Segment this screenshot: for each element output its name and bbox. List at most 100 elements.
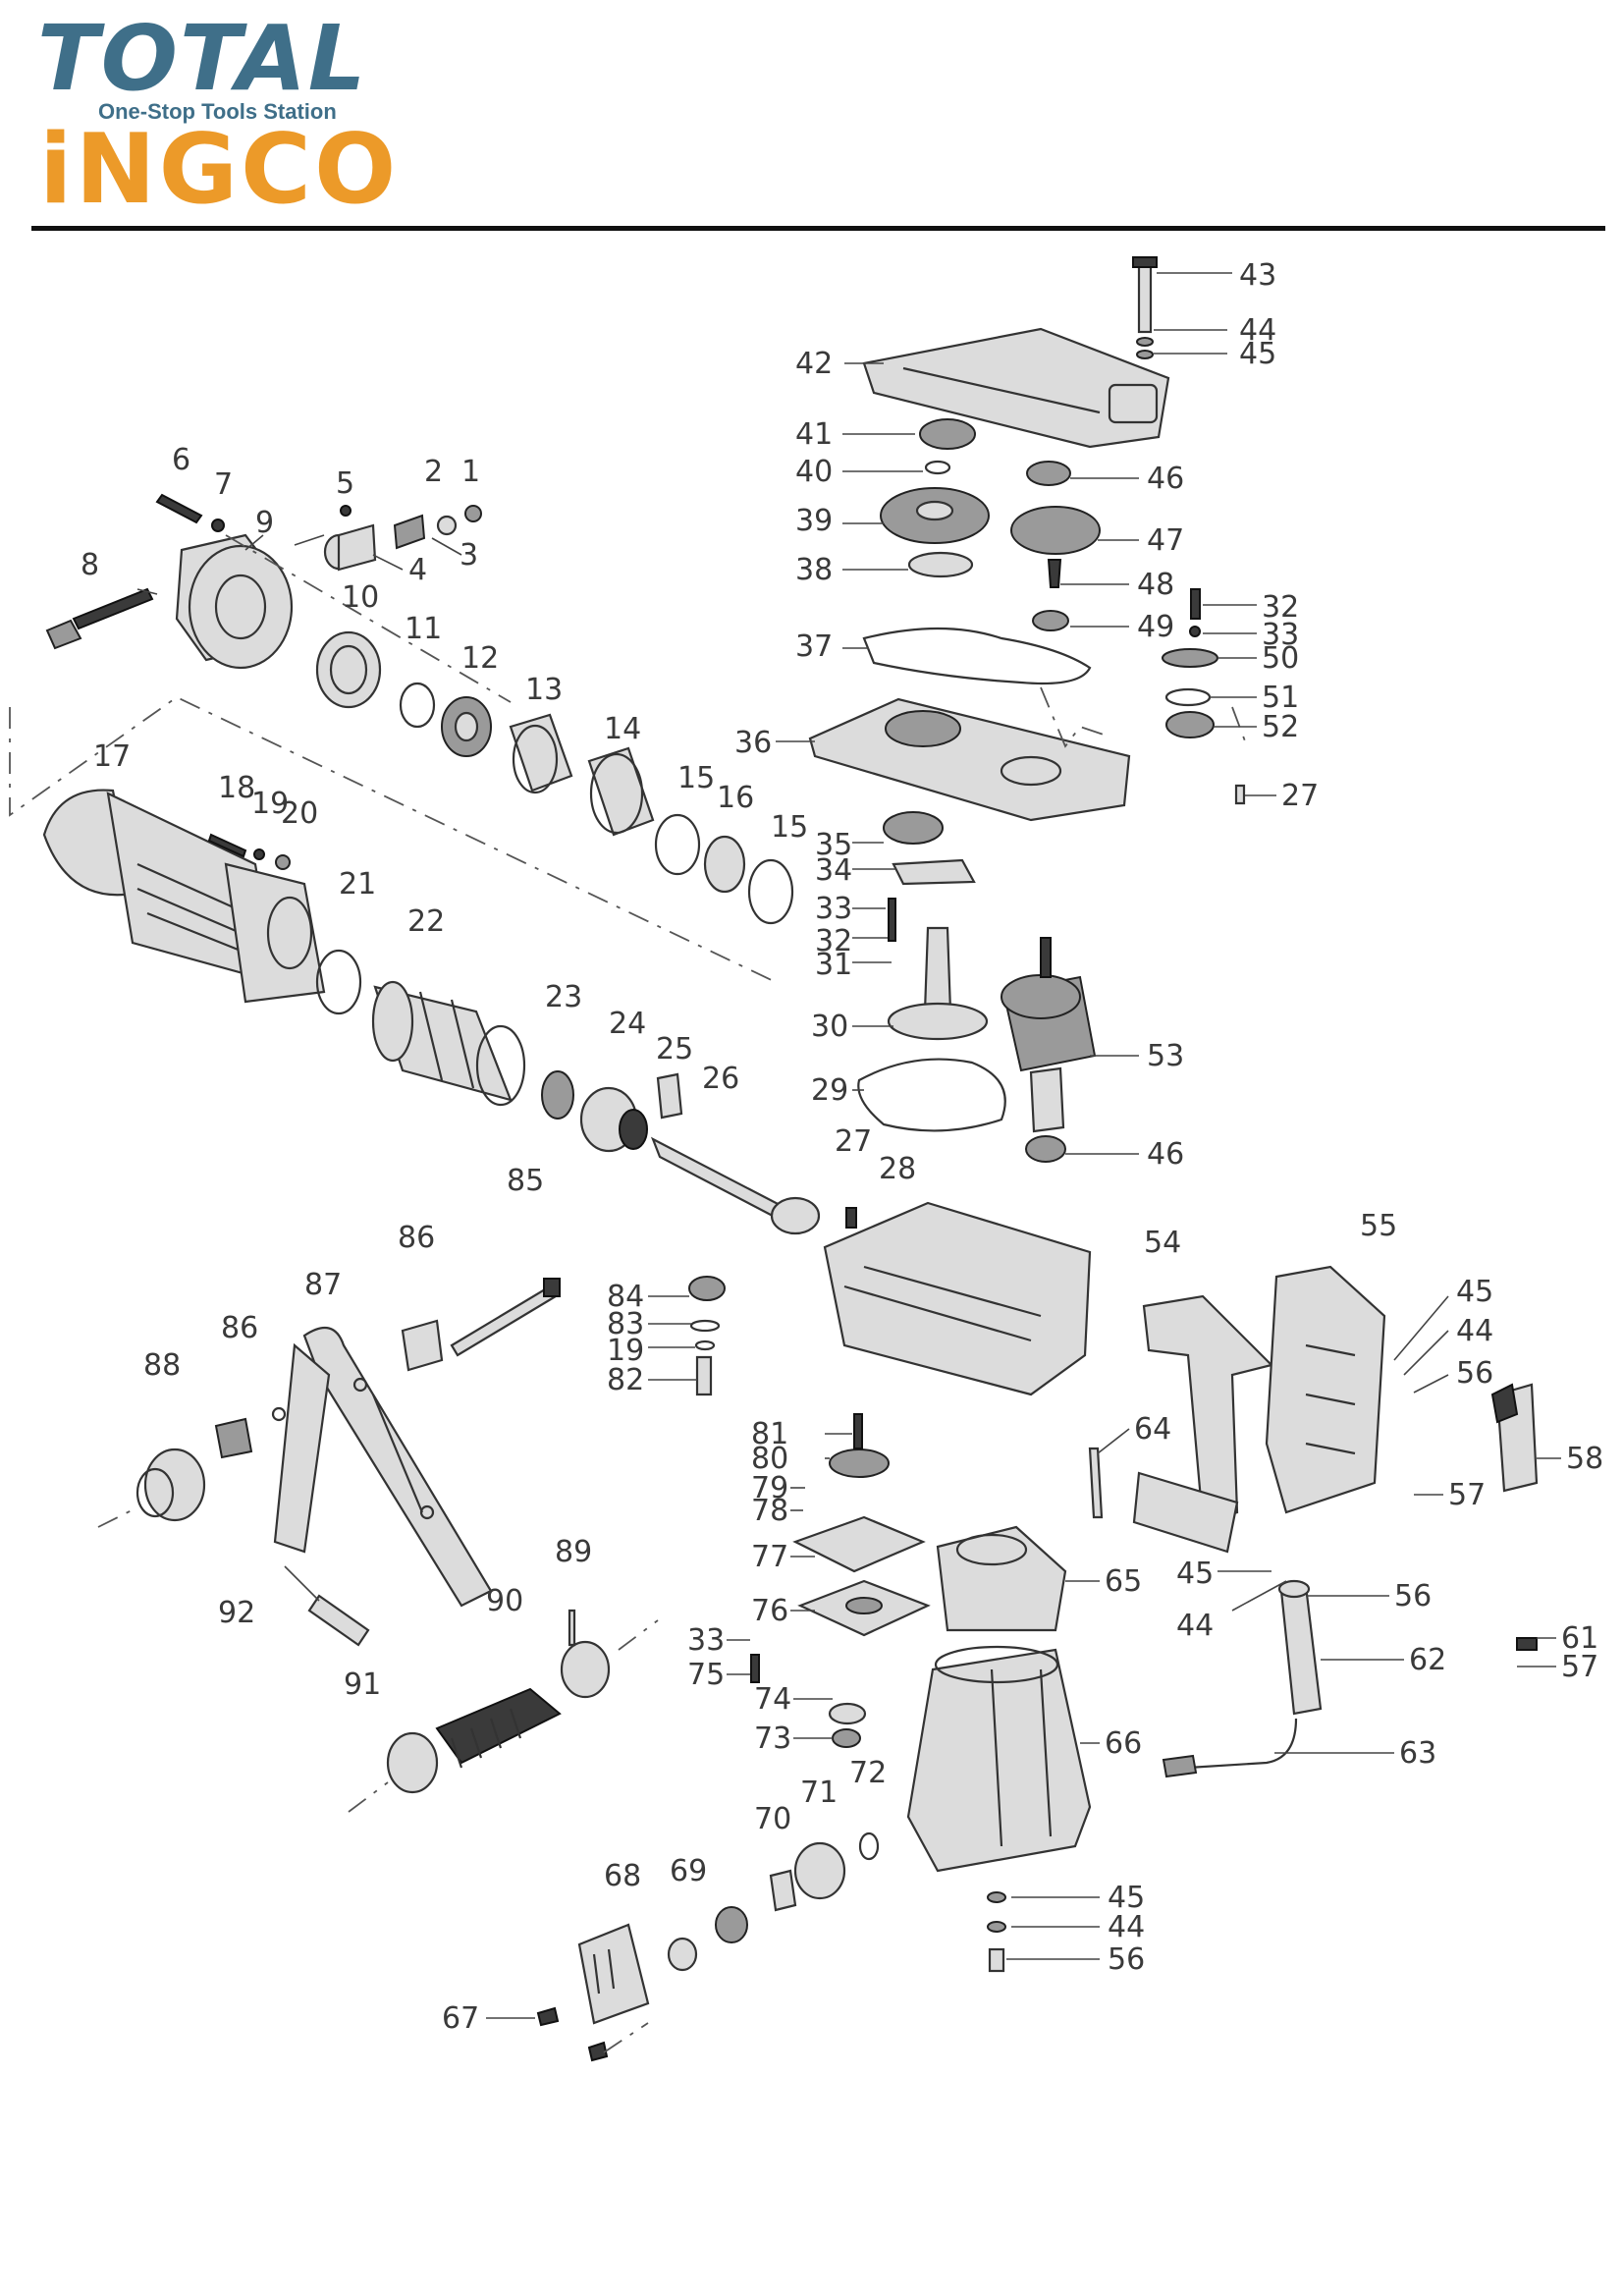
exploded-parts-diagram: 1 2 3 4 5 6 7 8 9 10 11 12 13 14 15 15 1…	[9, 256, 1603, 2062]
label-61: 61	[1561, 1621, 1598, 1656]
gears-38-41	[880, 418, 990, 578]
label-28: 28	[879, 1152, 916, 1186]
label-44d: 44	[1108, 1910, 1145, 1944]
label-4: 4	[408, 553, 427, 587]
piston-23-26	[541, 1070, 821, 1235]
label-26: 26	[702, 1062, 739, 1096]
label-37: 37	[795, 629, 833, 664]
housing-65	[936, 1525, 1067, 1632]
label-47: 47	[1147, 523, 1184, 558]
label-51: 51	[1262, 681, 1299, 715]
label-31: 31	[815, 948, 852, 982]
label-50: 50	[1262, 641, 1299, 676]
label-6: 6	[172, 443, 190, 477]
label-33a: 33	[1262, 618, 1299, 652]
label-64: 64	[1134, 1412, 1171, 1447]
label-85: 85	[507, 1164, 544, 1198]
label-43: 43	[1239, 258, 1276, 293]
label-91: 91	[344, 1667, 381, 1702]
label-49: 49	[1137, 610, 1174, 644]
label-67: 67	[442, 2001, 479, 2036]
label-35: 35	[815, 828, 852, 862]
label-25: 25	[656, 1032, 693, 1066]
label-46a: 46	[1147, 462, 1184, 496]
label-1: 1	[461, 455, 480, 489]
label-33b: 33	[815, 892, 852, 926]
label-92: 92	[218, 1596, 255, 1630]
label-48: 48	[1137, 568, 1174, 602]
label-18: 18	[218, 771, 255, 805]
label-8: 8	[81, 548, 99, 582]
label-66: 66	[1105, 1726, 1142, 1761]
label-9: 9	[255, 506, 274, 540]
label-55: 55	[1360, 1209, 1397, 1243]
ingco-logo: iNGCO	[39, 114, 400, 226]
label-45c: 45	[1176, 1557, 1214, 1591]
label-62: 62	[1409, 1643, 1446, 1677]
label-21: 21	[339, 867, 376, 902]
label-15a: 15	[677, 761, 715, 795]
total-logo: TOTAL	[37, 6, 368, 111]
handle-grip-89-92	[307, 1594, 659, 1813]
label-42: 42	[795, 347, 833, 381]
label-56b: 56	[1394, 1579, 1432, 1613]
label-87: 87	[304, 1268, 342, 1302]
label-7: 7	[214, 467, 233, 502]
label-53: 53	[1147, 1039, 1184, 1073]
label-2: 2	[424, 455, 443, 489]
label-52: 52	[1262, 710, 1299, 744]
label-23: 23	[545, 980, 582, 1014]
label-39: 39	[795, 504, 833, 538]
label-81: 81	[751, 1417, 788, 1451]
label-65: 65	[1105, 1564, 1142, 1599]
armature-53	[1001, 937, 1097, 1163]
label-15b: 15	[771, 810, 808, 845]
label-27b: 27	[835, 1124, 872, 1159]
label-30: 30	[811, 1010, 848, 1044]
label-27a: 27	[1281, 779, 1319, 813]
label-40: 40	[795, 455, 833, 489]
gear-cover-42	[862, 327, 1170, 449]
label-20: 20	[281, 796, 318, 831]
ring-21-cylinder-22	[315, 949, 526, 1107]
label-41: 41	[795, 417, 833, 452]
label-45a: 45	[1239, 337, 1276, 371]
label-69: 69	[670, 1854, 707, 1888]
label-79: 79	[751, 1471, 788, 1505]
header-divider	[31, 226, 1605, 231]
label-16: 16	[717, 781, 754, 815]
label-17: 17	[93, 739, 131, 774]
label-54: 54	[1144, 1226, 1181, 1260]
label-13: 13	[525, 673, 563, 707]
rings-10-12	[315, 630, 492, 757]
label-32a: 32	[1262, 590, 1299, 625]
label-45b: 45	[1456, 1275, 1493, 1309]
gasket-29	[857, 1058, 1006, 1132]
label-34: 34	[815, 853, 852, 888]
label-80: 80	[751, 1442, 788, 1476]
label-36: 36	[734, 726, 772, 760]
label-10: 10	[342, 580, 379, 615]
label-71: 71	[800, 1776, 838, 1810]
label-78: 78	[751, 1494, 788, 1528]
label-22: 22	[407, 904, 445, 939]
cylinder-13-14	[509, 713, 794, 925]
bolt-6	[155, 493, 225, 532]
label-57b: 57	[1561, 1650, 1598, 1684]
label-24: 24	[609, 1007, 646, 1041]
label-76: 76	[751, 1594, 788, 1628]
label-57a: 57	[1448, 1478, 1486, 1512]
label-14: 14	[604, 712, 641, 746]
label-74: 74	[754, 1682, 791, 1717]
label-56a: 56	[1456, 1356, 1493, 1391]
screw-43-washers	[1132, 256, 1158, 359]
switch-58	[1490, 1383, 1539, 1493]
label-46b: 46	[1147, 1137, 1184, 1172]
rear-handle-54-55	[1132, 1265, 1386, 1554]
label-29: 29	[811, 1073, 848, 1108]
label-75: 75	[687, 1658, 725, 1692]
label-3: 3	[460, 538, 478, 573]
label-83: 83	[607, 1307, 644, 1341]
label-44b: 44	[1456, 1314, 1493, 1348]
knob-88	[97, 1448, 206, 1528]
